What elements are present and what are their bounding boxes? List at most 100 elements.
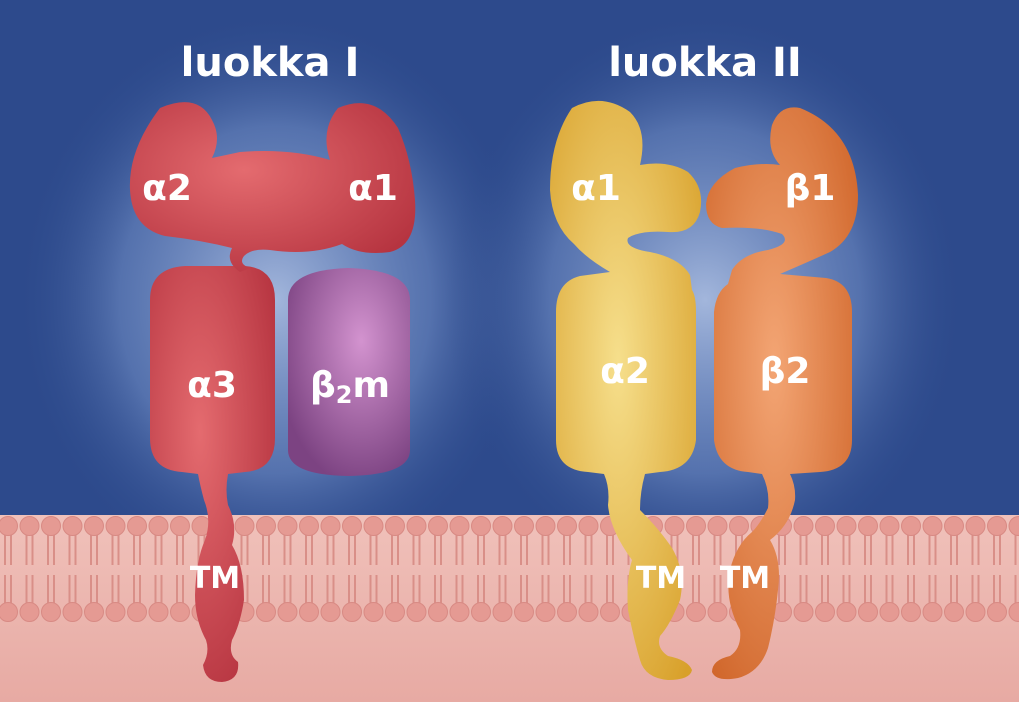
lipid-head xyxy=(428,602,448,622)
lipid-head xyxy=(148,516,169,536)
lipid-head xyxy=(471,516,491,536)
class1-title: luokka I xyxy=(181,40,360,86)
lipid-head xyxy=(234,516,255,536)
lipid-head xyxy=(105,516,126,536)
lipid-head xyxy=(449,602,470,622)
lipid-head xyxy=(320,516,341,536)
lipid-head xyxy=(793,516,814,536)
lipid-head xyxy=(256,602,276,622)
class1-beta2-microglobulin xyxy=(288,268,410,476)
class2-beta-chain xyxy=(706,107,858,680)
lipid-head xyxy=(535,602,556,622)
lipid-head xyxy=(127,602,147,622)
lipid-head xyxy=(277,602,298,622)
lipid-head xyxy=(557,602,577,622)
lipid-head xyxy=(729,516,749,536)
lipid-head xyxy=(514,602,534,622)
lipid-head xyxy=(406,516,427,536)
lipid-head xyxy=(256,516,276,536)
class1-alpha3-label: α3 xyxy=(187,365,237,406)
lipid-head xyxy=(707,516,728,536)
lipid-head xyxy=(428,516,448,536)
class2-beta-tm-label: TM xyxy=(720,561,770,596)
lipid-head xyxy=(535,516,556,536)
class2-alpha2-label: α2 xyxy=(600,351,650,392)
lipid-head xyxy=(879,602,900,622)
class1-tm-label: TM xyxy=(190,561,240,596)
lipid-head xyxy=(320,602,341,622)
lipid-head xyxy=(987,602,1007,622)
lipid-head xyxy=(879,516,900,536)
lipid-head xyxy=(342,602,362,622)
lipid-head xyxy=(342,516,362,536)
lipid-head xyxy=(686,602,706,622)
lipid-head xyxy=(514,516,534,536)
lipid-head xyxy=(922,516,943,536)
class2-alpha-tm-label: TM xyxy=(636,561,686,596)
lipid-head xyxy=(105,602,126,622)
lipid-head xyxy=(41,516,61,536)
lipid-head xyxy=(815,602,835,622)
lipid-head xyxy=(600,602,620,622)
lipid-head xyxy=(363,602,384,622)
class2-alpha1-label: α1 xyxy=(571,168,621,209)
lipid-head xyxy=(0,516,18,536)
class2-beta1-label: β1 xyxy=(785,168,836,209)
lipid-head xyxy=(148,602,169,622)
lipid-head xyxy=(449,516,470,536)
lipid-head xyxy=(363,516,384,536)
lipid-head xyxy=(170,516,190,536)
lipid-head xyxy=(127,516,147,536)
lipid-head xyxy=(557,516,577,536)
lipid-head xyxy=(0,602,18,622)
lipid-head xyxy=(277,516,298,536)
lipid-head xyxy=(836,516,857,536)
lipid-head xyxy=(41,602,61,622)
lipid-head xyxy=(815,516,835,536)
class1-alpha1-label: α1 xyxy=(348,168,398,209)
class2-alpha-chain xyxy=(550,100,702,680)
lipid-head xyxy=(62,602,83,622)
lipid-head xyxy=(664,516,685,536)
lipid-head xyxy=(299,602,319,622)
lipid-head xyxy=(922,602,943,622)
lipid-head xyxy=(471,602,491,622)
lipid-head xyxy=(84,516,104,536)
class1-alpha3-domain xyxy=(150,266,275,682)
lipid-head xyxy=(385,602,405,622)
lipid-head xyxy=(836,602,857,622)
mhc-class-1 xyxy=(129,102,416,682)
background-glow-right xyxy=(445,10,965,590)
lipid-head xyxy=(62,516,83,536)
lipid-head xyxy=(19,516,40,536)
lipid-head xyxy=(170,602,190,622)
lipid-head xyxy=(578,516,599,536)
lipid-head xyxy=(944,516,964,536)
lipid-head xyxy=(492,602,513,622)
lipid-head xyxy=(686,516,706,536)
lipid-head xyxy=(793,602,814,622)
lipid-head xyxy=(492,516,513,536)
cell-membrane xyxy=(0,515,1019,702)
lipid-head xyxy=(19,602,40,622)
lipid-head xyxy=(385,516,405,536)
lipid-head xyxy=(84,602,104,622)
lipid-head xyxy=(944,602,964,622)
lipid-head xyxy=(965,516,986,536)
lipid-head xyxy=(901,516,921,536)
class1-alpha2-label: α2 xyxy=(142,168,192,209)
lipid-head xyxy=(578,602,599,622)
lipid-head xyxy=(965,602,986,622)
lipid-head xyxy=(406,602,427,622)
class1-beta2m-label: β2m xyxy=(310,365,390,409)
class1-alpha1-alpha2-domain xyxy=(129,102,416,272)
lipid-head xyxy=(987,516,1007,536)
lipid-head xyxy=(858,516,878,536)
lipid-head xyxy=(299,516,319,536)
class2-beta2-label: β2 xyxy=(760,351,811,392)
class2-title: luokka II xyxy=(608,40,802,86)
lipid-head xyxy=(707,602,728,622)
lipid-head xyxy=(858,602,878,622)
lipid-head xyxy=(901,602,921,622)
